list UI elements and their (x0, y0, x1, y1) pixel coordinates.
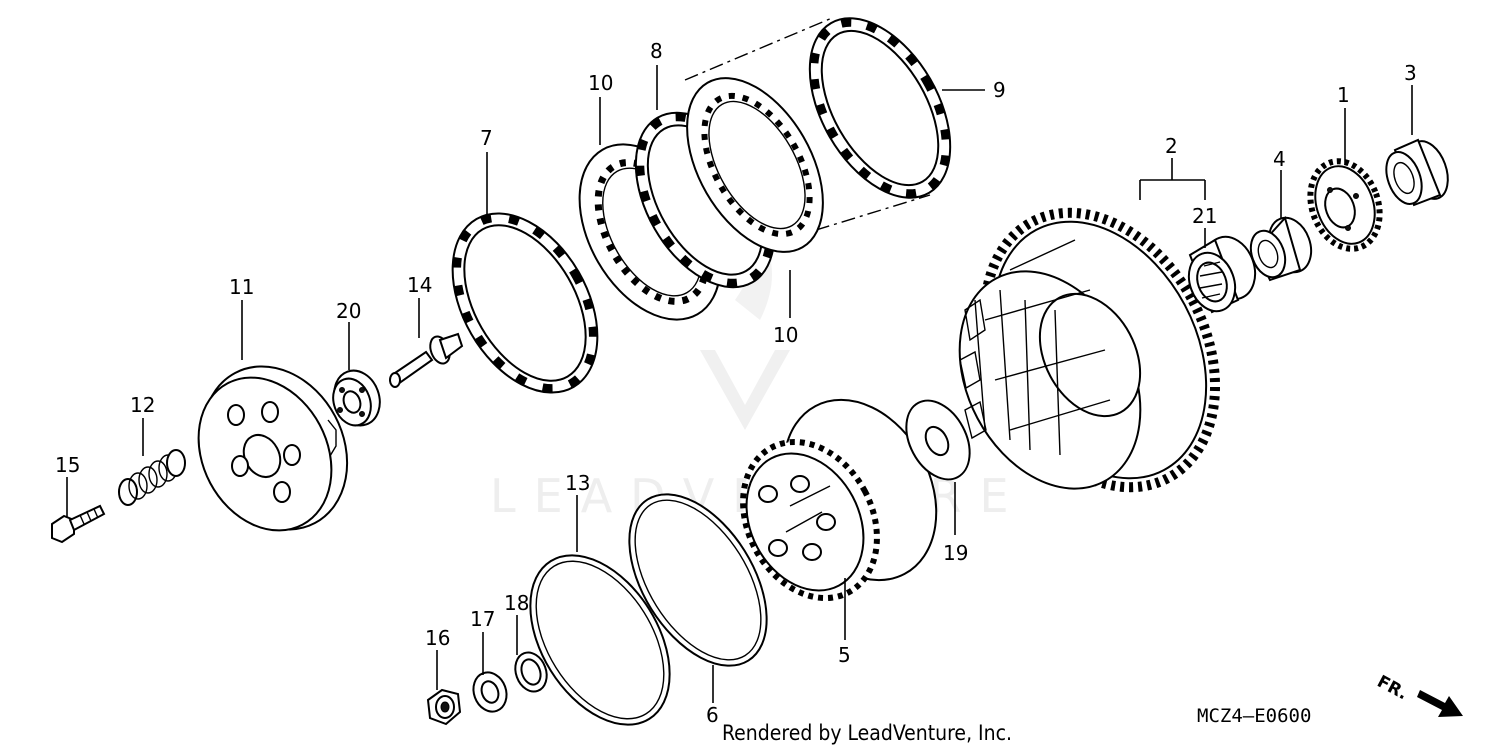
callout-8: 8 (650, 39, 663, 63)
callout-16: 16 (425, 626, 450, 650)
callout-10-top: 10 (588, 71, 613, 95)
callout-14: 14 (407, 273, 432, 297)
part-20-bearing[interactable] (327, 364, 387, 432)
part-11-pressure-plate[interactable] (173, 341, 375, 555)
callout-6: 6 (706, 703, 719, 727)
part-9-friction-disc[interactable] (781, 0, 979, 222)
callout-4: 4 (1273, 147, 1286, 171)
leader-lines (66, 65, 1413, 703)
callout-17: 17 (470, 607, 495, 631)
render-credit: Rendered by LeadVenture, Inc. (722, 721, 1012, 745)
part-1-drive-sprocket[interactable] (1299, 151, 1392, 258)
callout-labels: 1 2 3 4 5 6 7 8 9 10 10 11 12 13 14 15 1… (55, 39, 1417, 727)
diagram-code: MCZ4—E0600 (1197, 705, 1311, 727)
callout-1: 1 (1337, 83, 1350, 107)
part-2-clutch-outer[interactable] (924, 173, 1261, 528)
callout-5: 5 (838, 643, 851, 667)
callout-20: 20 (336, 299, 361, 323)
callout-15: 15 (55, 453, 80, 477)
callout-3: 3 (1404, 61, 1417, 85)
part-16-lock-nut[interactable] (426, 688, 462, 726)
part-5-clutch-center[interactable] (717, 373, 967, 621)
callout-2: 2 (1165, 134, 1178, 158)
part-19-thrust-washer[interactable] (894, 390, 983, 490)
part-4-collar[interactable] (1245, 212, 1319, 282)
part-13-o-ring[interactable] (502, 530, 699, 749)
part-21-needle-bearing[interactable] (1181, 230, 1263, 318)
part-3-sleeve[interactable] (1380, 136, 1455, 209)
part-10-clutch-plate-rear[interactable] (659, 55, 851, 276)
callout-11: 11 (229, 275, 254, 299)
part-18-washer[interactable] (510, 648, 552, 696)
front-direction-indicator: FR. (1374, 672, 1463, 717)
callout-18: 18 (504, 591, 529, 615)
front-label: FR. (1374, 672, 1411, 704)
part-7-friction-disc[interactable] (423, 188, 627, 418)
callout-12: 12 (130, 393, 155, 417)
part-6-o-ring[interactable] (601, 470, 795, 689)
callout-10-bottom: 10 (773, 323, 798, 347)
callout-7: 7 (480, 126, 493, 150)
front-arrow-icon (1417, 690, 1463, 717)
part-15-bolt[interactable] (51, 504, 106, 544)
part-14-lifter-rod[interactable] (389, 332, 464, 388)
callout-19: 19 (943, 541, 968, 565)
part-17-washer[interactable] (468, 668, 512, 717)
assembly-guide-lines (684, 17, 931, 239)
part-12-spring[interactable] (118, 449, 186, 506)
callout-21: 21 (1192, 204, 1217, 228)
callout-13: 13 (565, 471, 590, 495)
callout-9: 9 (993, 78, 1006, 102)
